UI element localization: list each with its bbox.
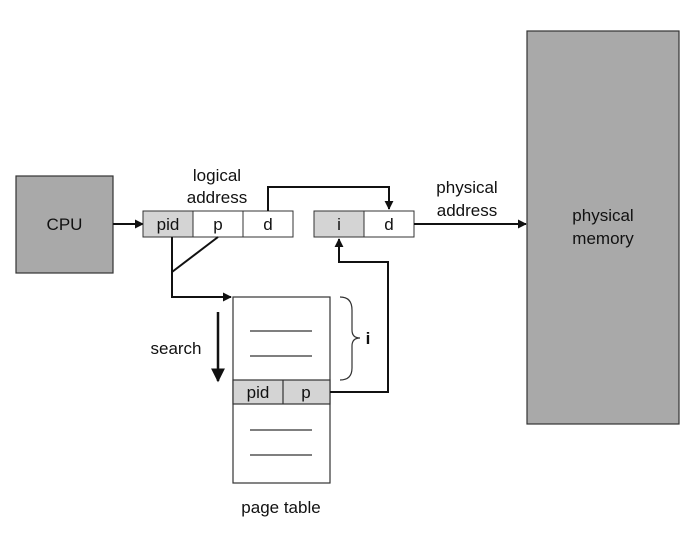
entry-pid-field: pid	[247, 383, 270, 402]
cpu-label: CPU	[47, 215, 83, 234]
logical-d-field: d	[263, 215, 272, 234]
p-link-line	[171, 236, 219, 273]
index-brace	[339, 296, 361, 381]
physical-d-field: d	[384, 215, 393, 234]
search-label: search	[150, 339, 201, 358]
logical-address-label-2: address	[187, 188, 247, 207]
logical-address-register: pid p d	[142, 210, 294, 238]
logical-pid-field: pid	[157, 215, 180, 234]
cpu-box: CPU	[15, 175, 114, 274]
page-table-label: page table	[241, 498, 320, 517]
page-table: pid p	[232, 296, 331, 484]
physical-address-register: i d	[313, 210, 415, 238]
physical-memory-label-1: physical	[572, 206, 633, 225]
logical-p-field: p	[213, 215, 222, 234]
physical-address-label-1: physical	[436, 178, 497, 197]
physical-i-field: i	[337, 215, 341, 234]
lookup-arrow	[171, 237, 232, 302]
index-label: i	[366, 329, 371, 348]
entry-p-field: p	[301, 383, 310, 402]
logical-address-label-1: logical	[193, 166, 241, 185]
physical-memory-box: physical memory	[526, 30, 680, 425]
physical-address-label-2: address	[437, 201, 497, 220]
index-return-arrow	[330, 238, 389, 393]
physical-memory-label-2: memory	[572, 229, 634, 248]
offset-copy-arrow	[267, 186, 394, 211]
